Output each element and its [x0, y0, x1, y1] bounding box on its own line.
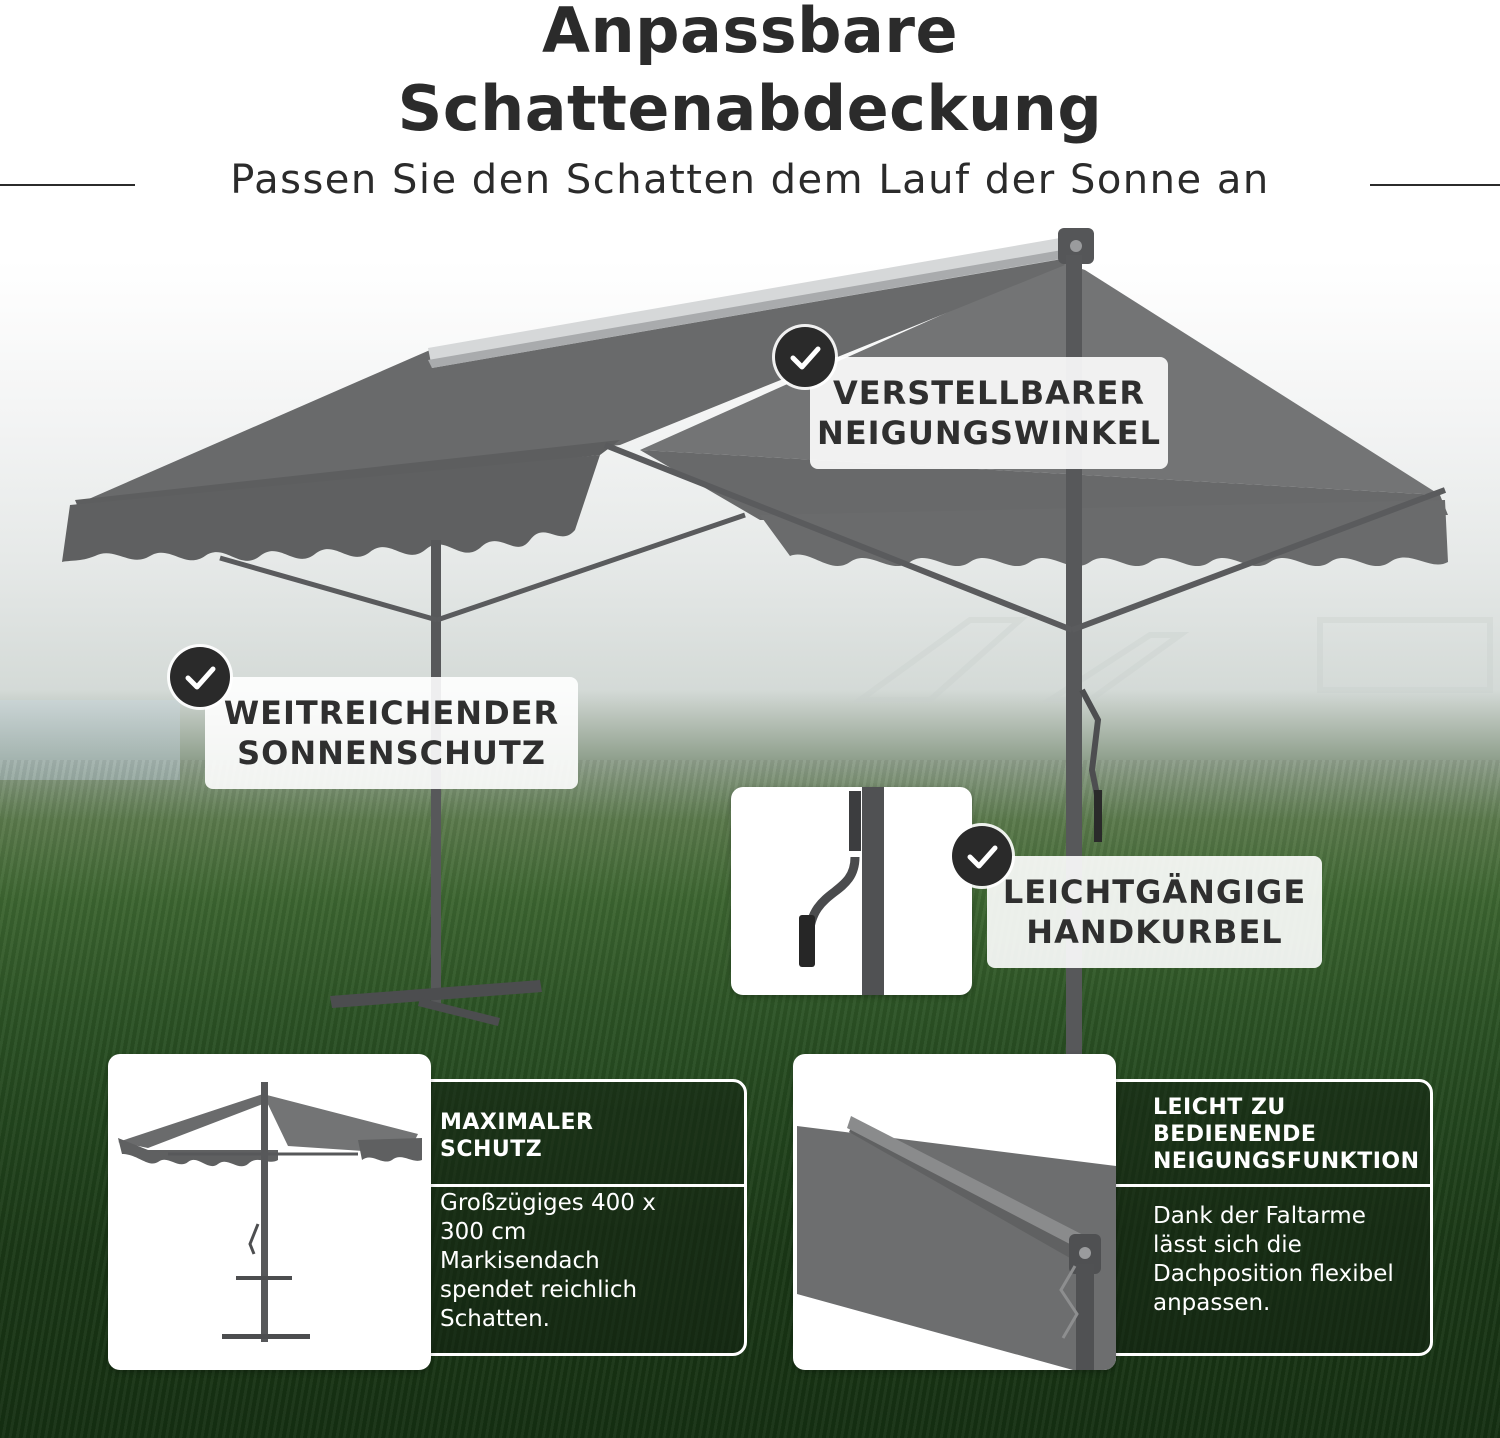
crank-detail-photo [731, 787, 972, 995]
crank-handle [1079, 688, 1102, 801]
info-panel-max-protection: MAXIMALER SCHUTZ Großzügiges 400 x 300 c… [405, 1079, 747, 1356]
panel-body-line: Dachposition flexibel [1153, 1261, 1394, 1287]
page-subtitle: Passen Sie den Schatten dem Lauf der Son… [230, 157, 1270, 203]
callout-hand-crank: LEICHTGÄNGIGE HANDKURBEL [987, 856, 1322, 968]
panel-body: Großzügiges 400 x 300 cm Markisendach sp… [440, 1189, 656, 1334]
full-awning-photo [108, 1054, 431, 1370]
check-icon [952, 826, 1012, 886]
base-cross [330, 980, 542, 1008]
callout-crank-line1: LEICHTGÄNGIGE [1002, 873, 1307, 911]
subtitle-rule-right [1370, 184, 1500, 186]
pool-background [0, 700, 180, 780]
callout-crank-line2: HANDKURBEL [1026, 913, 1283, 951]
tilt-mechanism-closeup [797, 1116, 1116, 1370]
panel-heading-line2: BEDIENENDE [1153, 1122, 1317, 1147]
panel-body-line: 300 cm [440, 1219, 527, 1245]
callout-tilt-line2: NEIGUNGSWINKEL [817, 414, 1161, 452]
panel-heading-line1: MAXIMALER [440, 1110, 594, 1135]
awning-valance-left [62, 455, 600, 562]
check-icon [775, 327, 835, 387]
panel-body-line: Dank der Faltarme [1153, 1203, 1366, 1229]
callout-adjustable-tilt: VERSTELLBARER NEIGUNGSWINKEL [810, 357, 1168, 469]
callout-tilt-line1: VERSTELLBARER [832, 374, 1146, 412]
panel-body-line: Markisendach [440, 1248, 600, 1274]
panel-divider [1093, 1184, 1430, 1187]
panel-body-line: spendet reichlich [440, 1277, 638, 1303]
callout-sun-line1: WEITREICHENDER [223, 694, 560, 732]
awning-valance-right [760, 500, 1448, 567]
panel-body-line: anpassen. [1153, 1290, 1271, 1316]
crank-handle-closeup [799, 787, 884, 995]
panel-heading-line3: NEIGUNGSFUNKTION [1153, 1149, 1420, 1174]
panel-heading-line1: LEICHT ZU [1153, 1095, 1286, 1120]
check-icon [170, 647, 230, 707]
panel-body: Dank der Faltarme lässt sich die Dachpos… [1153, 1202, 1394, 1318]
callout-sun-line2: SONNENSCHUTZ [237, 734, 546, 772]
panel-body-line: Großzügiges 400 x [440, 1190, 656, 1216]
subtitle-rule-left [0, 184, 135, 186]
awning-thumbnail [118, 1082, 422, 1342]
page-title-line2: Schattenabdeckung [397, 72, 1103, 145]
panel-heading-line2: SCHUTZ [440, 1137, 543, 1162]
callout-sun-protection: WEITREICHENDER SONNENSCHUTZ [205, 677, 578, 789]
info-panel-tilt-function: LEICHT ZU BEDIENENDE NEIGUNGSFUNKTION Da… [1090, 1079, 1433, 1356]
tilt-mechanism-photo [793, 1054, 1116, 1370]
panel-body-line: lässt sich die [1153, 1232, 1302, 1258]
panel-divider [408, 1184, 744, 1187]
awning-canvas-left [75, 255, 1065, 505]
page-title-line1: Anpassbare [542, 0, 958, 67]
panel-body-line: Schatten. [440, 1306, 550, 1332]
support-arm [219, 555, 438, 623]
